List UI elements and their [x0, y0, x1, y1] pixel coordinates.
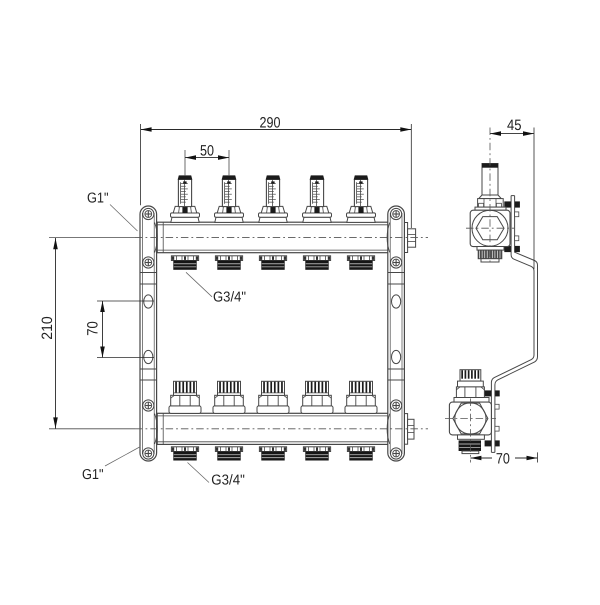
svg-text:45: 45 [507, 117, 522, 134]
svg-text:290: 290 [260, 115, 281, 132]
svg-text:50: 50 [200, 143, 214, 160]
svg-text:G3/4": G3/4" [211, 473, 245, 489]
svg-text:210: 210 [39, 316, 56, 340]
svg-text:70: 70 [496, 450, 510, 467]
svg-text:G1": G1" [87, 190, 109, 206]
svg-text:G3/4": G3/4" [213, 289, 246, 305]
svg-text:G1": G1" [82, 467, 104, 483]
svg-text:70: 70 [84, 321, 101, 336]
